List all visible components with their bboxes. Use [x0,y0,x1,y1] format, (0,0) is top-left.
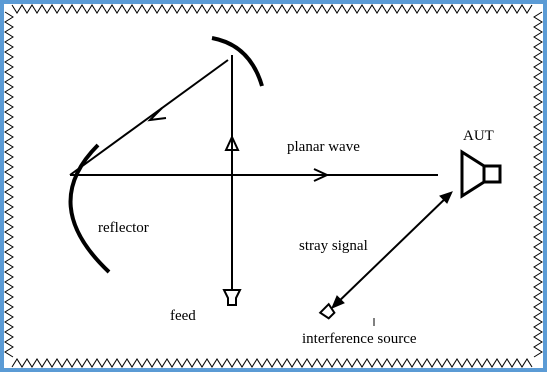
absorber-zigzag-left [4,11,14,358]
feed-horn-icon [222,289,242,306]
feed-beam-arrow [224,134,240,151]
reflector-label: reflector [98,220,149,236]
reflected-beam-line [69,59,229,176]
absorber-wall-left [4,11,14,358]
absorber-zigzag-bottom [11,358,533,368]
absorber-wall-right [533,11,543,358]
stray-signal-label: stray signal [299,238,368,254]
absorber-zigzag-top [11,4,533,14]
horn-antenna-icon [460,149,502,199]
absorber-wall-top [11,4,533,14]
interference-source-label: interference source [302,331,417,347]
aut-label: AUT [463,128,494,144]
absorber-zigzag-right [533,11,543,358]
planar-wave-label: planar wave [287,139,360,155]
absorber-wall-bottom [11,358,533,368]
stray-signal-tail-arrow [331,295,345,309]
stray-signal-line [333,193,451,307]
feed-label: feed [170,308,196,324]
small-horn-icon [318,302,336,320]
main-reflector-arc [68,143,111,274]
planar-wave-arrow [313,168,330,182]
stray-signal-arrowhead [439,191,453,204]
reflected-beam-arrow [147,107,167,122]
sub-reflector-arc [211,36,264,87]
